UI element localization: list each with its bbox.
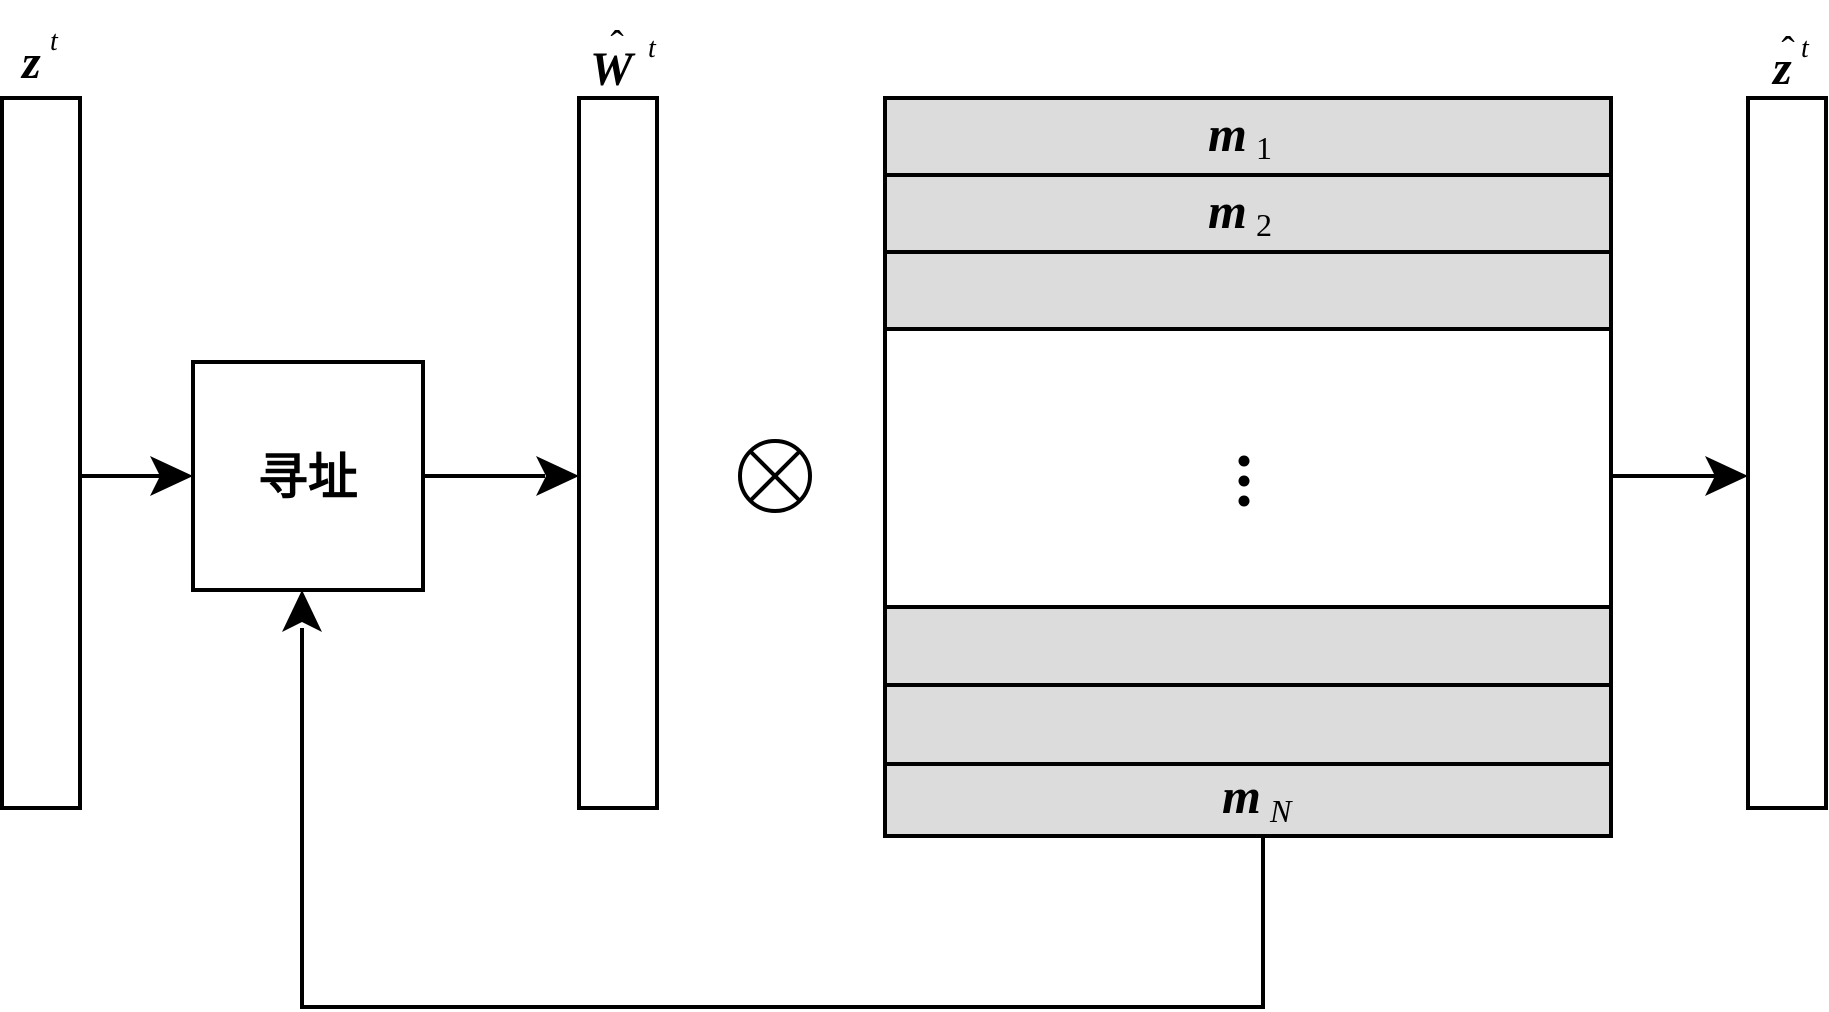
operator-circle <box>738 439 812 513</box>
output-vector-superscript: t <box>1801 33 1810 64</box>
memory-row-n-minus-2 <box>883 605 1613 687</box>
memory-ellipsis <box>1238 455 1250 507</box>
weight-vector-hat: ˆ <box>610 22 624 67</box>
tensor-product-operator <box>738 439 812 513</box>
memory-row-n-minus-1 <box>883 683 1613 766</box>
memory-row-2-subscript: 2 <box>1256 207 1272 243</box>
weight-vector-box <box>577 96 659 810</box>
memory-row-2 <box>883 173 1613 254</box>
addressing-box <box>191 360 425 592</box>
input-vector-box <box>0 96 82 810</box>
ellipsis-dot-1 <box>1238 455 1250 467</box>
memory-row-n-label: m <box>1222 768 1261 824</box>
ellipsis-dot-3 <box>1238 495 1250 507</box>
input-vector: z t <box>0 26 82 810</box>
feedback-path <box>300 628 1265 1009</box>
output-vector-label: z <box>1771 42 1792 95</box>
weight-vector: W ˆ t <box>577 22 659 810</box>
arrowhead-addressing-to-weights <box>536 456 579 496</box>
arrowhead-input-to-addressing <box>150 456 193 496</box>
output-vector-hat: ˆ <box>1781 28 1795 73</box>
arrowhead-feedback <box>282 590 322 632</box>
memory-row-1-label: m <box>1208 106 1247 162</box>
input-vector-superscript: t <box>50 26 59 57</box>
addressing-label: 寻址 <box>258 448 358 506</box>
weight-vector-label: W <box>590 43 636 96</box>
memory-row-n-subscript: N <box>1269 793 1293 829</box>
weight-vector-superscript: t <box>648 33 657 64</box>
memory-row-1-subscript: 1 <box>1256 130 1272 166</box>
operator-cross-2 <box>748 449 802 503</box>
memory-matrix: m 1 m 2 m N <box>883 96 1613 838</box>
memory-row-1 <box>883 96 1613 177</box>
memory-ellipsis-region <box>883 327 1613 609</box>
output-vector: z ˆ t <box>1746 28 1828 810</box>
output-vector-box <box>1746 96 1828 810</box>
memory-row-3 <box>883 250 1613 331</box>
memory-row-n <box>883 762 1613 838</box>
input-vector-label: z <box>20 36 41 89</box>
memory-row-2-label: m <box>1208 183 1247 239</box>
arrowhead-memory-to-output <box>1705 456 1748 496</box>
addressing-block: 寻址 <box>191 360 425 592</box>
ellipsis-dot-2 <box>1238 475 1250 487</box>
